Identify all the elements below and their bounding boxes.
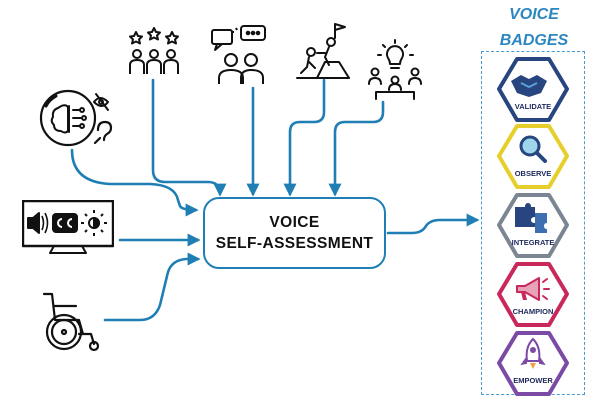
- arrow-from-cognitive: [70, 148, 199, 217]
- arrow-from-idea: [328, 100, 385, 197]
- arrow-from-reviews: [151, 78, 227, 197]
- reviews-rating-icon: [127, 26, 182, 81]
- badge-observe-label: OBSERVE: [514, 169, 552, 178]
- badge-validate: VALIDATE: [497, 57, 569, 122]
- handshake-icon: [511, 75, 547, 97]
- rocket-icon: [520, 337, 546, 369]
- badge-integrate-label: INTEGRATE: [511, 238, 555, 247]
- wheelchair-icon: [38, 288, 106, 352]
- voice-self-assessment-box: VOICE SELF-ASSESSMENT: [203, 197, 386, 269]
- badges-title-line1: VOICE: [509, 6, 559, 23]
- badge-champion: CHAMPION: [497, 262, 569, 327]
- arrow-from-teamwork: [283, 78, 326, 197]
- idea-meeting-icon: [366, 38, 424, 102]
- conversation-icon: [209, 24, 271, 86]
- magnifier-icon: [519, 135, 547, 163]
- badge-champion-label: CHAMPION: [512, 307, 554, 316]
- badges-title-line2: BADGES: [499, 32, 569, 49]
- badge-empower: EMPOWER: [497, 331, 569, 396]
- accessible-display-icon: [22, 200, 114, 256]
- badge-integrate: INTEGRATE: [497, 193, 569, 258]
- badge-observe: OBSERVE: [497, 124, 569, 189]
- arrow-to-badges: [386, 213, 480, 235]
- puzzle-icon: [515, 203, 547, 233]
- megaphone-icon: [516, 277, 550, 301]
- center-title-line1: VOICE: [269, 214, 320, 231]
- arrow-from-wheelchair: [103, 252, 201, 322]
- center-title-line2: SELF-ASSESSMENT: [215, 235, 374, 252]
- teamwork-climb-icon: [295, 20, 351, 80]
- badges-title: VOICE BADGES: [480, 2, 588, 54]
- cognitive-sensory-icon: [36, 86, 122, 148]
- badge-validate-label: VALIDATE: [514, 102, 552, 111]
- badge-empower-label: EMPOWER: [513, 376, 553, 385]
